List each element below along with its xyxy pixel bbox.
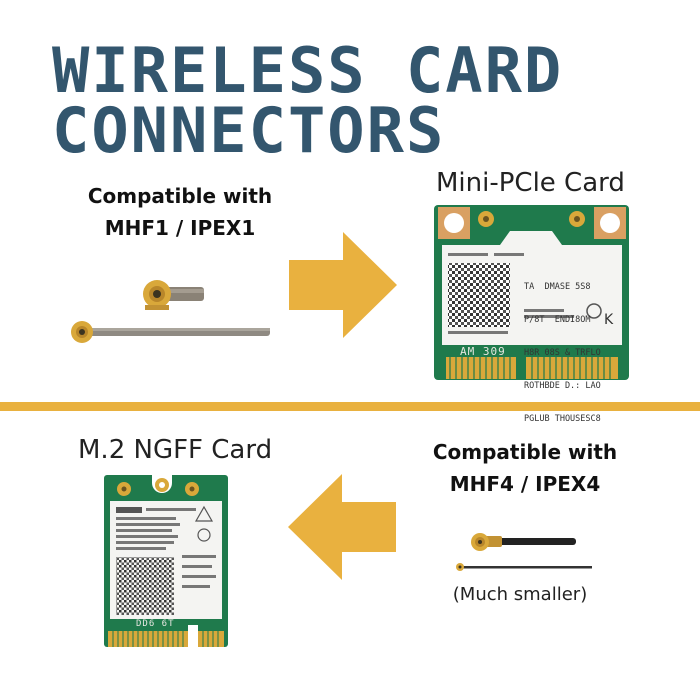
sticker-line-3: H8R 08S & TRFLO (524, 348, 601, 358)
left-arrow-icon (288, 474, 396, 580)
compat-top-line1: Compatible with (87, 184, 273, 208)
mini-pcie-card: TA DMASE 5S8 P/8T ENDI8OM H8R 08S & TRFL… (434, 205, 629, 424)
compat-bottom-line1: Compatible with (432, 440, 618, 464)
m2-ngff-card: DD6 6T (104, 475, 228, 647)
title-line-2: CONNECTORS (52, 94, 446, 167)
mini-pcie-label: Mini-PCle Card (436, 168, 625, 198)
compat-bottom-line2: MHF4 / IPEX4 (449, 472, 601, 496)
sticker-line-5: PGLUB THOUSESC8 (524, 414, 601, 424)
mini-pcie-board-print: AM 309 (460, 345, 506, 358)
qr-code-icon (448, 263, 510, 327)
right-arrow-icon (289, 232, 397, 338)
m2-ngff-label: M.2 NGFF Card (78, 435, 273, 465)
mhf4-connector-icon (456, 533, 592, 571)
mhf1-connector-icon (71, 280, 270, 343)
compat-text-top: Compatible with MHF1 / IPEX1 (60, 180, 300, 244)
mini-pcie-board (434, 205, 629, 380)
sticker-line-4: ROTHBDE D.: LAO (524, 381, 601, 391)
m2-ngff-board (104, 475, 228, 647)
sticker-line-1: TA DMASE 5S8 (524, 282, 591, 292)
size-note: (Much smaller) (452, 584, 588, 605)
compat-text-bottom: Compatible with MHF4 / IPEX4 (405, 436, 645, 500)
mini-pcie-sticker-text: TA DMASE 5S8 P/8T ENDI8OM H8R 08S & TRFL… (524, 260, 601, 447)
qr-code-icon (116, 557, 174, 615)
section-divider (0, 402, 700, 411)
sticker-mark: K (604, 312, 614, 328)
title-line-1: WIRELESS CARD (52, 34, 564, 107)
compat-top-line2: MHF1 / IPEX1 (104, 216, 256, 240)
sticker-line-2: P/8T ENDI8OM (524, 315, 591, 325)
m2-board-print: DD6 6T (136, 619, 175, 629)
